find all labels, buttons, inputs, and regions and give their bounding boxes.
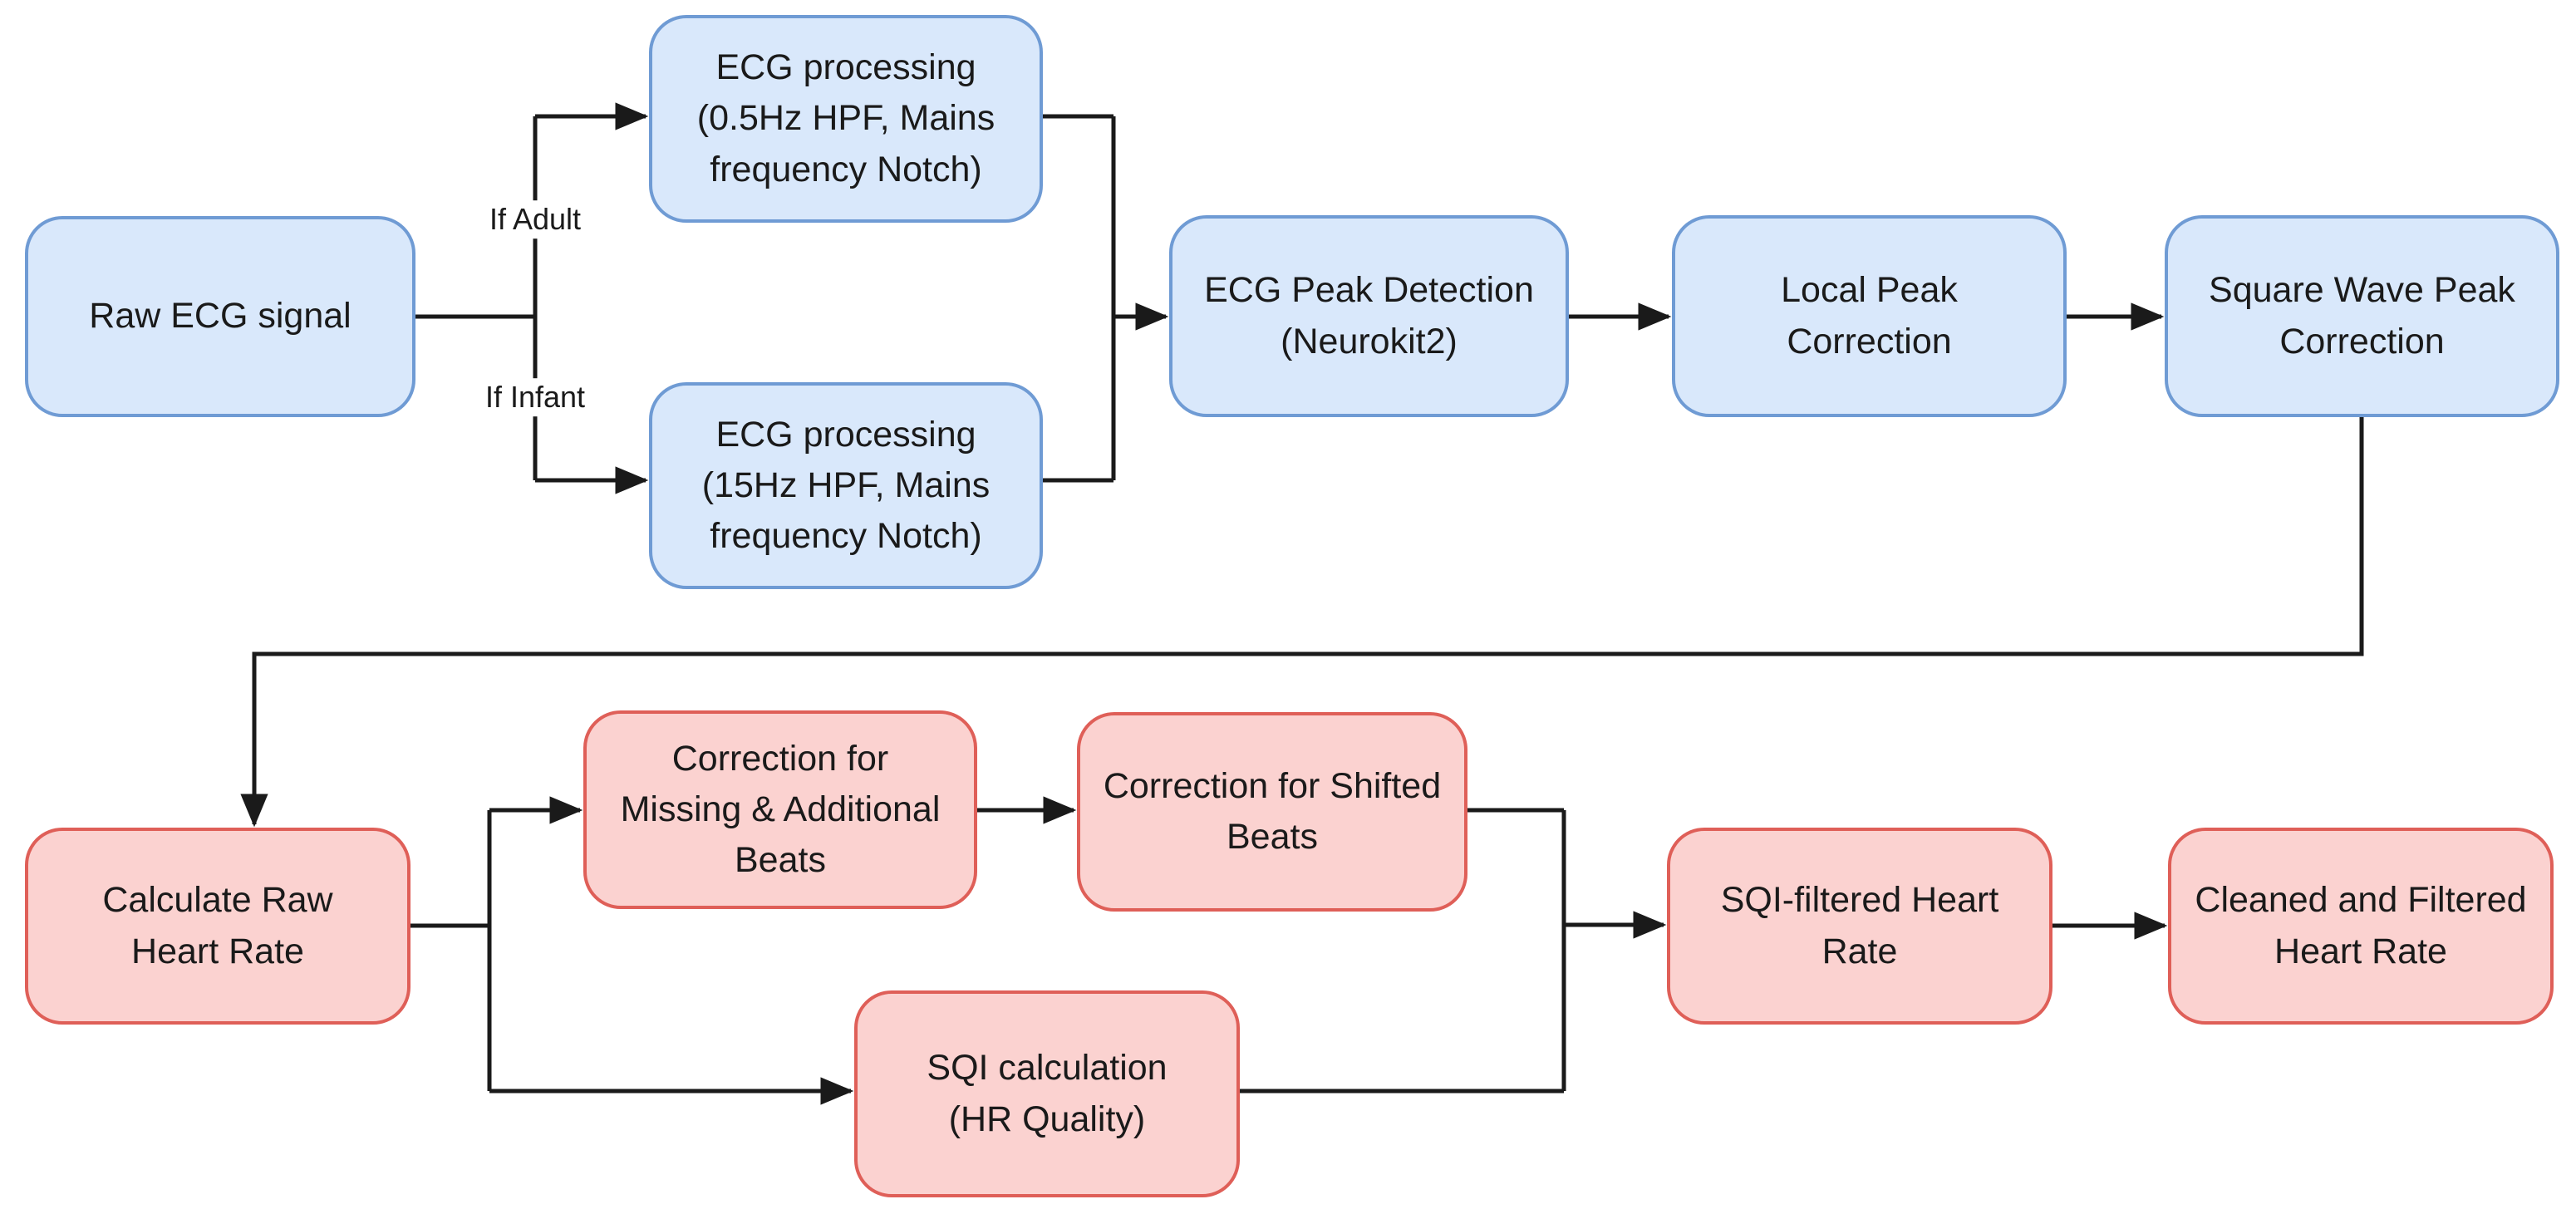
node-label: Square Wave Peak Correction (2209, 270, 2515, 361)
node-label: ECG processing (15Hz HPF, Mains frequenc… (701, 414, 991, 557)
node-sqi-calculation: SQI calculation (HR Quality) (854, 990, 1240, 1197)
node-cleaned-filtered-heart-rate: Cleaned and Filtered Heart Rate (2168, 828, 2554, 1025)
edge-label-if-adult: If Adult (480, 200, 590, 238)
edge-label-if-infant: If Infant (476, 378, 594, 416)
node-label: SQI calculation (HR Quality) (927, 1048, 1168, 1139)
node-label: Local Peak Correction (1781, 270, 1958, 361)
node-ecg-processing-adult: ECG processing (0.5Hz HPF, Mains frequen… (649, 15, 1043, 223)
node-label: Raw ECG signal (89, 296, 351, 337)
node-label: Calculate Raw Heart Rate (102, 880, 333, 971)
node-label: Correction for Shifted Beats (1103, 765, 1442, 857)
node-label: ECG processing (0.5Hz HPF, Mains frequen… (696, 47, 995, 189)
node-calculate-raw-heart-rate: Calculate Raw Heart Rate (25, 828, 410, 1025)
node-ecg-processing-infant: ECG processing (15Hz HPF, Mains frequenc… (649, 382, 1043, 589)
node-label: Cleaned and Filtered Heart Rate (2195, 880, 2527, 971)
node-raw-ecg-signal: Raw ECG signal (25, 216, 415, 417)
node-ecg-peak-detection: ECG Peak Detection (Neurokit2) (1169, 215, 1569, 417)
node-sqi-filtered-heart-rate: SQI-filtered Heart Rate (1667, 828, 2052, 1025)
node-correction-missing-additional-beats: Correction for Missing & Additional Beat… (583, 710, 977, 909)
node-label: ECG Peak Detection (Neurokit2) (1204, 270, 1534, 361)
node-correction-shifted-beats: Correction for Shifted Beats (1077, 712, 1467, 912)
node-label: SQI-filtered Heart Rate (1720, 880, 1999, 971)
node-square-wave-peak-correction: Square Wave Peak Correction (2165, 215, 2559, 417)
node-label: Correction for Missing & Additional Beat… (620, 738, 941, 881)
edge-square-to-calc-raw (240, 417, 2364, 828)
node-local-peak-correction: Local Peak Correction (1672, 215, 2067, 417)
